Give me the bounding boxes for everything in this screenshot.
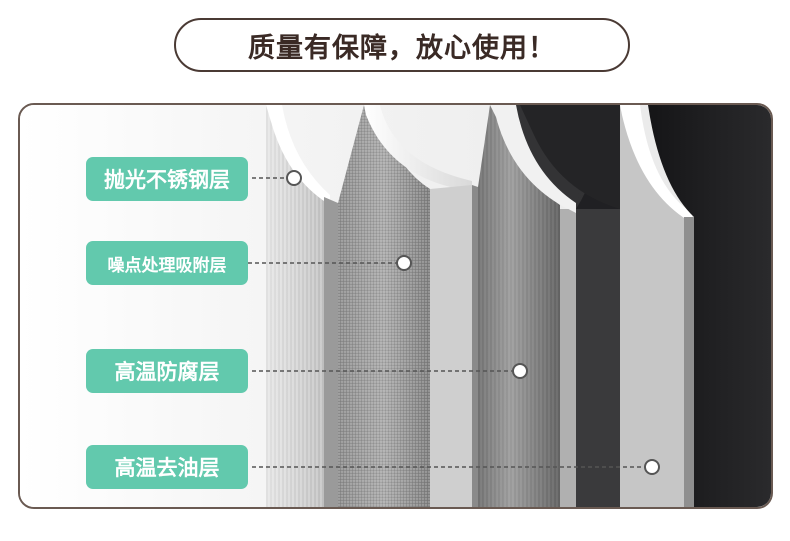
title-banner: 质量有保障，放心使用！ bbox=[174, 18, 630, 72]
page-title: 质量有保障，放心使用！ bbox=[248, 32, 556, 64]
layer-label-polished-steel: 抛光不锈钢层 bbox=[86, 157, 248, 201]
layer-diagram-panel: 抛光不锈钢层 噪点处理吸附层 高温防腐层 高温去油层 bbox=[18, 103, 773, 509]
layer-label-noise-adsorption: 噪点处理吸附层 bbox=[86, 241, 248, 285]
layer-cross-section-image bbox=[20, 105, 771, 507]
layer-label-anticorrosion: 高温防腐层 bbox=[86, 349, 248, 393]
marker-layer-1 bbox=[286, 170, 302, 186]
marker-layer-4 bbox=[644, 459, 660, 475]
marker-layer-3 bbox=[512, 363, 528, 379]
layer-label-degreasing: 高温去油层 bbox=[86, 445, 248, 489]
marker-layer-2 bbox=[396, 255, 412, 271]
